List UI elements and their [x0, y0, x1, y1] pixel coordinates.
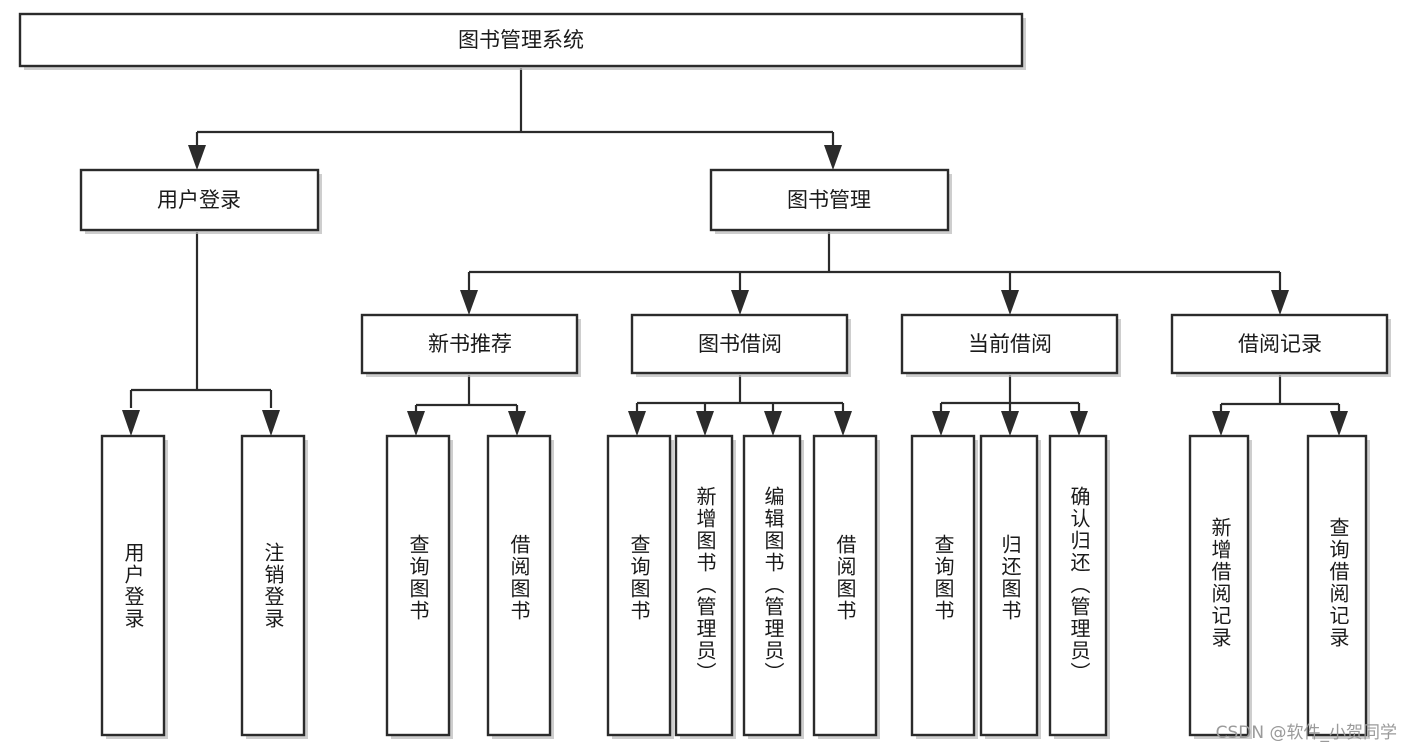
- node-leaf-query-book-3[interactable]: 查询图书: [910, 434, 978, 739]
- node-borrow-record-label: 借阅记录: [1238, 332, 1322, 356]
- arrowhead-leaf-borrow-book-2: [834, 411, 852, 436]
- node-leaf-user-logout-label: 注销登录: [261, 542, 285, 630]
- arrowhead-borrow-record: [1271, 290, 1289, 315]
- arrowhead-leaf-return-book: [1001, 411, 1019, 436]
- node-borrow-record[interactable]: 借阅记录: [1170, 313, 1391, 377]
- node-user-login[interactable]: 用户登录: [79, 168, 322, 234]
- node-borrow-record-box: [1170, 313, 1389, 375]
- node-leaf-query-record-label: 查询借阅记录: [1326, 517, 1350, 649]
- arrowhead-leaf-borrow-book-1: [508, 411, 526, 436]
- node-leaf-borrow-book-2-box: [812, 434, 878, 737]
- node-new-book-recommend-label: 新书推荐: [428, 332, 512, 356]
- node-book-manage-box: [709, 168, 950, 232]
- node-leaf-edit-book-label: 编辑图书（管理员）: [761, 486, 785, 684]
- arrowhead-book-manage: [824, 145, 842, 170]
- node-leaf-query-book-2-box: [606, 434, 672, 737]
- node-leaf-return-book-label: 归还图书: [998, 534, 1022, 622]
- node-leaf-user-login-label: 用户登录: [121, 542, 145, 630]
- arrowhead-leaf-add-record: [1212, 411, 1230, 436]
- node-leaf-add-book-label: 新增图书（管理员）: [693, 486, 717, 684]
- node-book-borrow[interactable]: 图书借阅: [630, 313, 851, 377]
- node-leaf-add-record-box: [1188, 434, 1250, 737]
- node-leaf-borrow-book-2-label: 借阅图书: [833, 534, 857, 622]
- node-leaf-borrow-book-1[interactable]: 借阅图书: [486, 434, 554, 739]
- node-leaf-confirm-return-box: [1048, 434, 1108, 737]
- node-root-label: 图书管理系统: [458, 28, 584, 52]
- arrowhead-current-borrow: [1001, 290, 1019, 315]
- node-leaf-add-record[interactable]: 新增借阅记录: [1188, 434, 1252, 739]
- node-current-borrow-box: [900, 313, 1119, 375]
- node-leaf-user-logout[interactable]: 注销登录: [240, 434, 308, 739]
- edge-bookborrow-to-bus: [635, 375, 845, 412]
- arrowhead-leaf-add-book: [696, 411, 714, 436]
- node-leaf-borrow-book-1-label: 借阅图书: [507, 534, 531, 622]
- arrowhead-user-login: [188, 145, 206, 170]
- node-book-manage[interactable]: 图书管理: [709, 168, 952, 234]
- arrowhead-leaf-query-book-1: [407, 411, 425, 436]
- node-leaf-edit-book-box: [742, 434, 802, 737]
- node-leaf-user-logout-box: [240, 434, 306, 737]
- node-leaf-query-record-box: [1306, 434, 1368, 737]
- node-root[interactable]: 图书管理系统: [18, 12, 1026, 70]
- edge-userlogin-to-bus: [129, 232, 273, 408]
- arrowhead-leaf-query-record: [1330, 411, 1348, 436]
- node-leaf-return-book[interactable]: 归还图书: [979, 434, 1041, 739]
- edge-borrowrecord-to-bus: [1219, 375, 1341, 412]
- node-leaf-query-book-2-label: 查询图书: [627, 534, 651, 622]
- connector-layer: [122, 68, 1348, 436]
- node-current-borrow-label: 当前借阅: [968, 332, 1052, 356]
- arrowhead-book-borrow: [731, 290, 749, 315]
- node-leaf-user-login-box: [100, 434, 166, 737]
- arrowhead-new-book-recommend: [460, 290, 478, 315]
- node-leaf-query-book-1[interactable]: 查询图书: [385, 434, 453, 739]
- node-leaf-query-book-3-box: [910, 434, 976, 737]
- node-leaf-borrow-book-1-box: [486, 434, 552, 737]
- arrowhead-leaf-user-logout: [262, 410, 280, 436]
- edge-bookmanage-to-bus: [467, 232, 1282, 290]
- node-root-box: [18, 12, 1024, 68]
- edge-currentborrow-to-bus: [939, 375, 1081, 412]
- node-leaf-confirm-return[interactable]: 确认归还（管理员）: [1048, 434, 1110, 739]
- node-leaf-query-book-1-label: 查询图书: [406, 534, 430, 622]
- node-leaf-add-book[interactable]: 新增图书（管理员）: [674, 434, 736, 739]
- node-leaf-edit-book[interactable]: 编辑图书（管理员）: [742, 434, 804, 739]
- node-leaf-add-record-label: 新增借阅记录: [1208, 517, 1232, 649]
- node-new-book-recommend-box: [360, 313, 579, 375]
- node-leaf-query-book-3-label: 查询图书: [931, 534, 955, 622]
- node-book-manage-label: 图书管理: [787, 188, 871, 212]
- arrowhead-leaf-query-book-3: [932, 411, 950, 436]
- node-leaf-confirm-return-label: 确认归还（管理员）: [1067, 486, 1091, 684]
- node-current-borrow[interactable]: 当前借阅: [900, 313, 1121, 377]
- arrowhead-leaf-user-login: [122, 410, 140, 436]
- edge-newbook-to-bus: [414, 375, 519, 412]
- csdn-watermark: CSDN @软件_小贺同学: [1215, 723, 1397, 743]
- node-leaf-query-book-2[interactable]: 查询图书: [606, 434, 674, 739]
- arrowhead-leaf-edit-book: [764, 411, 782, 436]
- node-user-login-box: [79, 168, 320, 232]
- arrowhead-leaf-confirm-return: [1070, 411, 1088, 436]
- node-leaf-add-book-box: [674, 434, 734, 737]
- node-leaf-return-book-box: [979, 434, 1039, 737]
- node-new-book-recommend[interactable]: 新书推荐: [360, 313, 581, 377]
- edge-root-to-bus: [195, 68, 835, 148]
- node-leaf-user-login[interactable]: 用户登录: [100, 434, 168, 739]
- node-leaf-query-record[interactable]: 查询借阅记录: [1306, 434, 1370, 739]
- node-book-borrow-label: 图书借阅: [698, 332, 782, 356]
- arrowhead-leaf-query-book-2: [628, 411, 646, 436]
- node-leaf-borrow-book-2[interactable]: 借阅图书: [812, 434, 880, 739]
- node-book-borrow-box: [630, 313, 849, 375]
- node-leaf-query-book-1-box: [385, 434, 451, 737]
- node-user-login-label: 用户登录: [157, 188, 241, 212]
